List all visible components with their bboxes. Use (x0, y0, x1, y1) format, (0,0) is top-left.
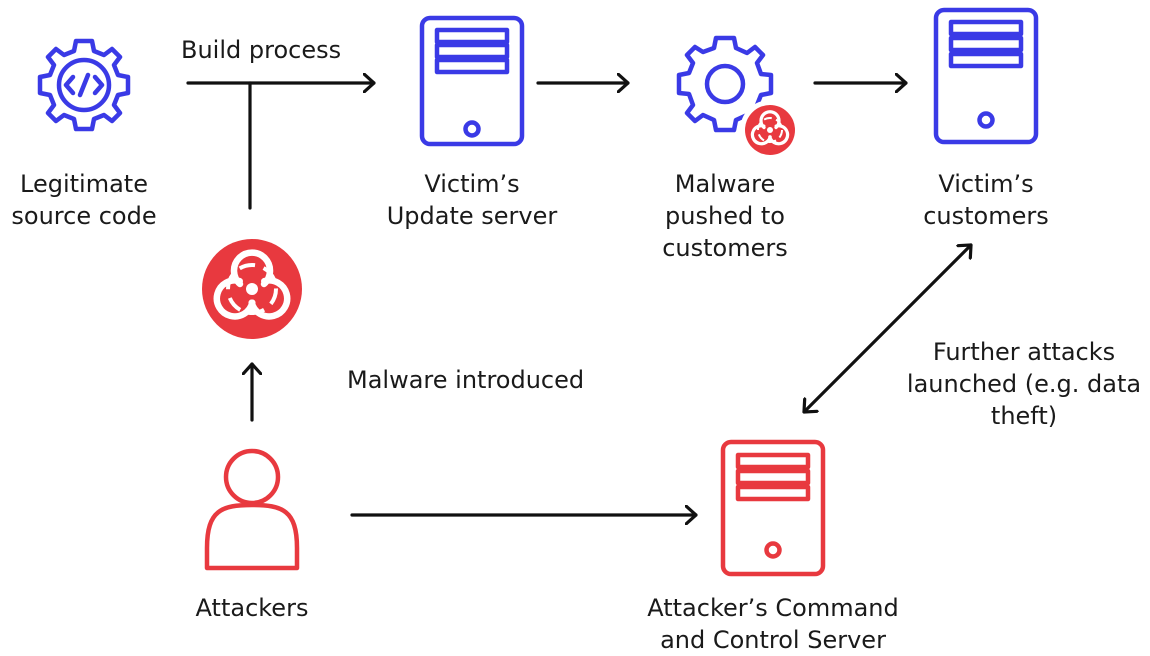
biohazard-icon (202, 239, 302, 339)
label-malware-pushed: Malware pushed to customers (662, 170, 788, 262)
label-c2-server: Attacker’s Command and Control Server (647, 594, 899, 654)
c2-server-icon (720, 439, 826, 577)
label-attackers: Attackers (195, 594, 309, 622)
label-update-server: Victim’s Update server (386, 170, 558, 230)
gear-with-biohazard-icon (676, 35, 800, 160)
c2-customers-double-arrow (802, 243, 973, 414)
label-victims-customers: Victim’s customers (923, 170, 1049, 230)
label-further-attacks: Further attacks launched (e.g. data thef… (906, 338, 1142, 430)
label-malware-introduced: Malware introduced (347, 366, 585, 394)
person-icon (204, 448, 300, 571)
label-legitimate-source-code: Legitimate source code (11, 170, 157, 230)
update-server-icon (419, 15, 525, 147)
label-build-process: Build process (181, 36, 342, 64)
code-gear-icon (37, 38, 131, 132)
customers-server-icon (933, 7, 1039, 145)
